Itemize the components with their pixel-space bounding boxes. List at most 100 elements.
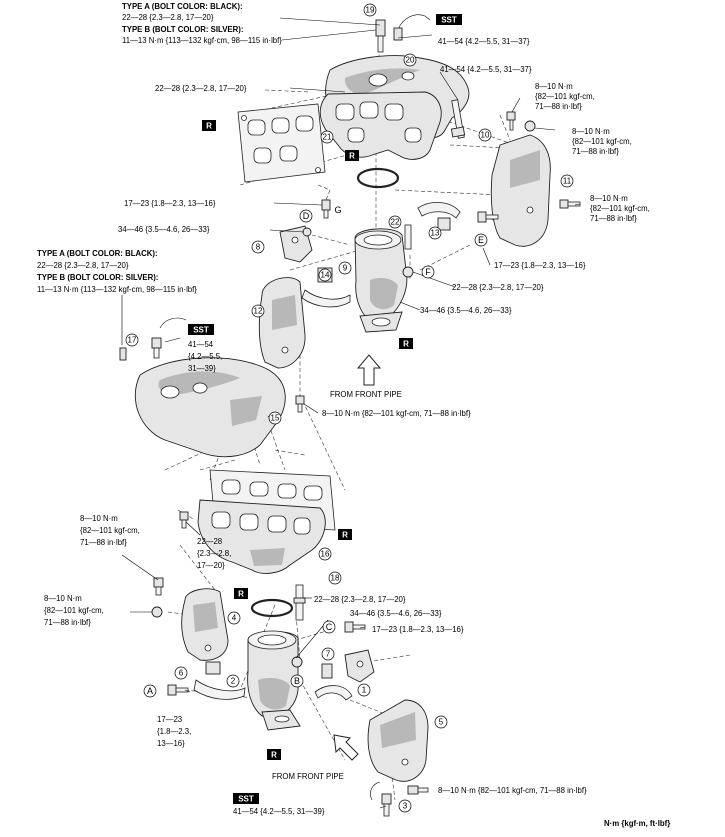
lower-fasteners [151, 511, 429, 817]
note-right-1-l2: {82—101 kgf-cm, [535, 92, 595, 101]
letter-markers: G D E F C B A [143, 205, 488, 698]
callout-19: 19 [363, 3, 377, 17]
tag-sst-top: SST [436, 14, 462, 25]
letter-c: C [322, 620, 336, 634]
note-type-b-mid-value: 11—13 N·m {113—132 kgf-cm, 98—115 in·lbf… [37, 285, 197, 294]
svg-text:6: 6 [179, 669, 184, 678]
callout-11: 11 [560, 174, 574, 188]
note-part-16-l3: 17—20} [197, 561, 225, 570]
svg-text:R: R [271, 751, 277, 760]
from-front-pipe-upper: FROM FRONT PIPE [330, 390, 402, 399]
note-e: 17—23 {1.8—2.3, 13—16} [494, 261, 586, 270]
callout-4: 4 [227, 611, 241, 625]
svg-text:21: 21 [323, 133, 332, 142]
note-type-b-top-value: 11—13 N·m {113—132 kgf·cm, 98—115 in·lbf… [122, 36, 282, 45]
tag-sst-bottom: SST [233, 793, 259, 804]
svg-text:14: 14 [321, 271, 330, 280]
note-type-b-mid: TYPE B (BOLT COLOR: SILVER): [37, 273, 158, 282]
note-a-l2: {1.8—2.3, [157, 727, 191, 736]
note-right-2-l2: {82—101 kgf-cm, [572, 137, 632, 146]
tag-r-upper-flange: R [399, 338, 413, 349]
note-a-l1: 17—23 [157, 715, 182, 724]
heat-shield-5 [367, 699, 429, 782]
svg-text:3: 3 [403, 802, 408, 811]
flow-arrow-upper [356, 354, 382, 386]
note-d: 34—46 {3.5—4.6, 26—33} [118, 225, 210, 234]
callout-7: 7 [321, 647, 335, 661]
tag-r-upper-gasket: R [202, 120, 216, 131]
callout-22: 22 [388, 215, 402, 229]
callout-5: 5 [434, 715, 448, 729]
lower-catalyst-2 [247, 598, 301, 731]
note-type-a-top: TYPE A (BOLT COLOR: BLACK): [122, 2, 243, 11]
svg-text:15: 15 [271, 414, 280, 423]
note-part-20-left: 22—28 {2.3—2.8, 17—20} [155, 84, 247, 93]
svg-text:A: A [147, 686, 153, 696]
note-sst-bottom: 41—54 {4.2—5.5, 31—39} [233, 807, 325, 816]
svg-text:19: 19 [366, 6, 375, 15]
svg-text:R: R [342, 531, 348, 540]
callout-2: 2 [226, 674, 240, 688]
oxygen-sensor-17 [119, 317, 187, 361]
clamp-6 [193, 661, 246, 700]
callout-1: 1 [357, 683, 371, 697]
callout-14: 14 [318, 268, 332, 282]
svg-text:10: 10 [481, 131, 490, 140]
svg-text:22: 22 [391, 218, 400, 227]
svg-text:R: R [349, 152, 355, 161]
letter-g: G [334, 205, 341, 215]
callout-17: 17 [125, 333, 139, 347]
tag-sst-mid: SST [188, 324, 214, 335]
callout-16: 16 [318, 547, 332, 561]
note-type-a-mid-value: 22—28 {2.3—2.8, 17—20} [37, 261, 129, 270]
callout-21: 21 [320, 130, 334, 144]
tags: SST R R SST R R R R [188, 14, 462, 804]
note-a-l3: 13—16} [157, 739, 185, 748]
note-right-2-l1: 8—10 N·m [572, 127, 610, 136]
upper-gasket [237, 103, 326, 183]
flow-arrow-lower [333, 734, 359, 761]
note-sst-top: 41—54 {4.2—5.5, 31—37} [438, 37, 530, 46]
note-left-2-l2: {82—101 kgf-cm, [44, 606, 104, 615]
note-left-1-l3: 71—88 in·lbf} [80, 538, 127, 547]
svg-text:20: 20 [406, 56, 415, 65]
converter-heat-shield-11 [490, 134, 551, 247]
svg-text:C: C [326, 622, 333, 632]
stud-10 [450, 99, 466, 139]
note-sst-mid-l3: 31—39} [188, 364, 216, 373]
note-left-2-l3: 71—88 in·lbf} [44, 618, 91, 627]
note-b: 34—46 {3.5—4.6, 26—33} [350, 609, 442, 618]
letter-f: F [421, 265, 435, 279]
svg-text:F: F [425, 267, 431, 277]
footer-units: N·m {kgf·m, ft·lbf} [604, 819, 670, 828]
svg-text:SST: SST [238, 795, 254, 804]
note-g: 17—23 {1.8—2.3, 13—16} [124, 199, 216, 208]
bracket-1 [344, 649, 375, 683]
sensor-wire-top [393, 14, 431, 41]
letter-d: D [299, 209, 313, 223]
tag-r-lower-flange: R [267, 749, 281, 760]
upper-catalyst-9 [354, 167, 412, 333]
svg-text:SST: SST [193, 326, 209, 335]
oxygen-sensor-19 [375, 19, 386, 53]
svg-text:R: R [238, 590, 244, 599]
upper-fasteners [295, 111, 581, 413]
svg-text:16: 16 [321, 550, 330, 559]
note-f: 22—28 {2.3—2.8, 17—20} [452, 283, 544, 292]
svg-text:9: 9 [343, 264, 348, 273]
note-part-16-l1: 22—28 [197, 537, 222, 546]
note-sst-mid-l1: 41—54 [188, 340, 214, 349]
note-left-1-l1: 8—10 N·m [80, 514, 118, 523]
svg-text:R: R [403, 340, 409, 349]
callout-15: 15 [268, 411, 282, 425]
tag-r-lower-ring: R [234, 588, 248, 599]
clamp-7 [314, 663, 353, 701]
letter-e: E [474, 233, 488, 247]
note-left-2-l1: 8—10 N·m [44, 594, 82, 603]
mid-manifold-15 [134, 357, 286, 458]
tag-r-lower-gasket: R [338, 529, 352, 540]
svg-text:2: 2 [231, 677, 236, 686]
note-part-9: 34—46 {3.5—4.6, 26—33} [420, 306, 512, 315]
leader-lines [121, 17, 581, 809]
